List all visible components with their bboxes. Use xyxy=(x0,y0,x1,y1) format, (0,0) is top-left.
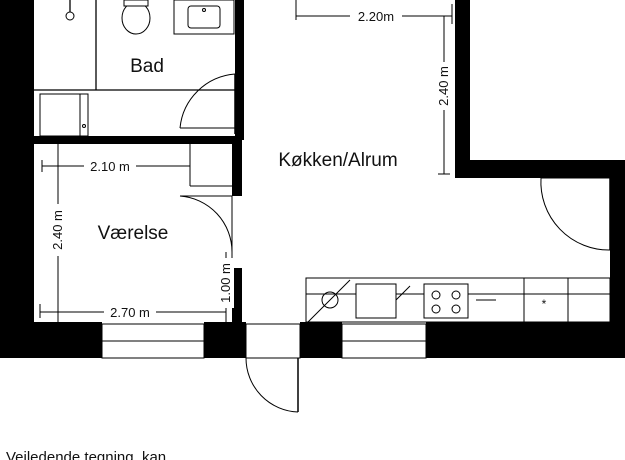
bathroom-fixtures xyxy=(39,0,235,137)
windows xyxy=(101,323,427,359)
dim-label-bedroom-side: 2.40 m xyxy=(50,210,65,250)
walls xyxy=(0,0,625,358)
fridge-icon: * xyxy=(542,297,547,311)
room-label-bedroom: Værelse xyxy=(98,223,169,244)
wall-bottom-3 xyxy=(300,322,342,358)
partitions xyxy=(34,0,235,91)
wall-bottom-4 xyxy=(426,322,625,358)
dim-label-kitchen-width: 2.20m xyxy=(358,9,394,24)
wall-bottom-1 xyxy=(0,322,102,358)
door-bath-swing xyxy=(179,73,236,129)
window-entry-left xyxy=(245,323,301,359)
door-front-swing xyxy=(245,357,299,413)
stove-icon xyxy=(423,283,469,319)
room-label-kitchen: Køkken/Alrum xyxy=(278,150,397,171)
dim-label-bedroom-top: 2.10 m xyxy=(90,159,130,174)
wall-right-upper xyxy=(455,0,470,176)
wall-right-step xyxy=(455,160,625,178)
doors xyxy=(179,73,611,413)
dim-label-kitchen-height: 2.40 m xyxy=(436,66,451,106)
wall-bath-kitchen xyxy=(235,0,244,140)
wall-bath-bedroom xyxy=(34,136,240,144)
wall-bottom-2 xyxy=(204,322,246,358)
fridge-star: * xyxy=(542,297,547,311)
caption-text: Vejledende tegning, kan xyxy=(6,449,166,460)
washing-machine-icon xyxy=(39,93,89,137)
wall-bedroom-kitchen-top xyxy=(232,140,242,196)
dim-label-bedroom-bottom: 2.70 m xyxy=(110,305,150,320)
door-bedroom-swing xyxy=(179,195,233,253)
wall-bedroom-kitchen-bottom xyxy=(232,268,242,324)
labels: Bad Køkken/Alrum Værelse 2.20m 2.40 m 2.… xyxy=(6,8,452,460)
dim-label-bedroom-door: 1.00 m xyxy=(218,263,233,303)
shower-icon xyxy=(65,0,75,21)
kitchen-counter: * xyxy=(305,277,611,323)
door-kitchen-right-swing xyxy=(540,177,611,251)
wall-right-lower xyxy=(610,160,625,358)
sink-icon xyxy=(173,0,235,35)
room-label-bathroom: Bad xyxy=(130,56,164,77)
dim-label-kitchen-width-bg xyxy=(350,8,402,24)
wall-left xyxy=(0,0,34,358)
kitchen-sink-icon xyxy=(307,279,411,323)
toilet-icon xyxy=(121,0,151,35)
